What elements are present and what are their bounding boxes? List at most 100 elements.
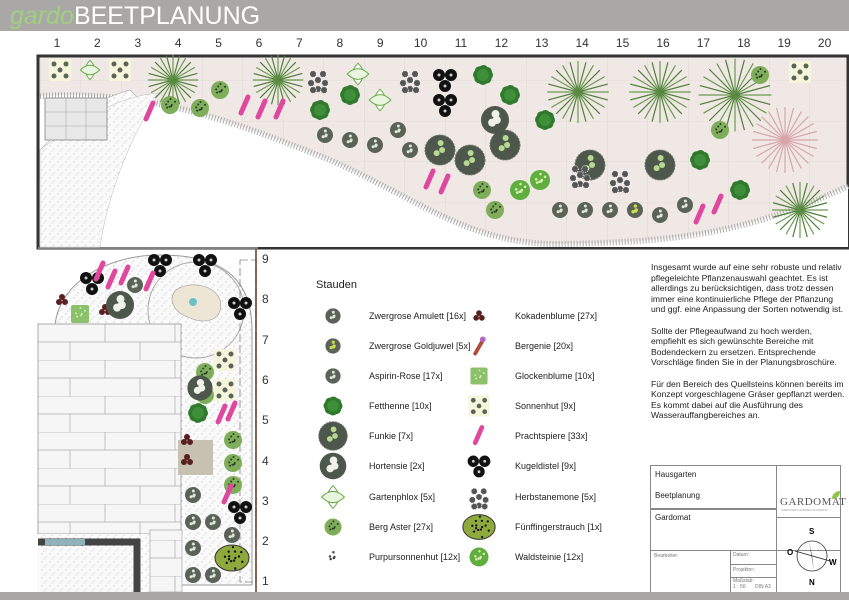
zwergrose-amulett-icon — [317, 127, 333, 143]
legend-item: Funkie [7x] — [318, 421, 414, 451]
legend-item: Fünffingerstrauch [1x] — [462, 514, 602, 540]
zwergrose-amulett-icon — [185, 540, 201, 556]
funkie-icon — [489, 129, 521, 161]
legend-label: Sonnenhut [9x] — [515, 401, 576, 411]
kugeldistel-icon — [193, 254, 217, 277]
gartenphlox-icon — [368, 88, 392, 112]
planning-notes: Insgesamt wurde auf eine sehr robuste un… — [651, 262, 846, 432]
kugeldistel-icon — [467, 455, 491, 478]
fetthenne-icon — [473, 65, 493, 85]
kugeldistel-icon — [433, 69, 457, 92]
berg-aster-icon — [711, 121, 729, 139]
prachtspiere-icon — [438, 173, 451, 195]
purpursonnenhut-icon — [328, 551, 336, 561]
logo-tagline: GARDOMAT GARDEN PLANNING — [781, 508, 828, 512]
bearbeiter-label: Bearbeiter: — [654, 553, 679, 559]
sonnenhut-icon — [109, 59, 131, 81]
berg-aster-icon — [161, 96, 179, 114]
massstab-value: 1 : 50 — [733, 584, 746, 590]
fetthenne-icon — [730, 180, 750, 200]
kugeldistel-icon — [228, 501, 252, 524]
legend-label: Funkie [7x] — [369, 431, 414, 441]
prachtspiere-icon — [472, 425, 485, 446]
hortensie-icon — [319, 452, 347, 480]
prachtspiere-icon — [273, 98, 286, 120]
kokadenblume-icon — [181, 434, 193, 445]
prachtspiere-icon — [238, 94, 251, 116]
note-paragraph: Für den Bereich des Quellsteins können b… — [651, 378, 845, 421]
zwergrose-goldjuwel-icon — [325, 338, 341, 354]
gardomat-logo: GARDOMAT — [780, 496, 847, 508]
column-number: 6 — [255, 36, 263, 50]
grass-icon — [772, 182, 828, 238]
funkie-icon — [454, 144, 486, 176]
hortensie-icon — [481, 106, 509, 134]
header-bar: gardoBEETPLANUNG — [0, 0, 849, 31]
prachtspiere-icon — [255, 98, 268, 120]
funkie-icon — [644, 149, 676, 181]
row-number: 3 — [262, 493, 269, 508]
column-number: 18 — [737, 36, 751, 50]
row-number: 6 — [262, 372, 269, 387]
legend-label: Bergenie [20x] — [515, 341, 574, 351]
zwergrose-amulett-icon — [342, 132, 358, 148]
berg-aster-icon — [324, 518, 342, 536]
prachtspiere-icon — [215, 403, 228, 425]
row-number: 1 — [262, 574, 269, 589]
column-number: 11 — [454, 36, 468, 50]
zwergrose-amulett-icon — [652, 207, 668, 223]
row-number: 5 — [262, 413, 269, 428]
lower-bed — [37, 247, 258, 593]
sonnenhut-icon — [214, 349, 236, 371]
herbstanemone-icon — [569, 165, 591, 189]
sonnenhut-icon — [468, 395, 490, 417]
brand-prefix: gardo — [10, 2, 74, 30]
aspirin-rose-icon — [325, 368, 341, 384]
herbstanemone-icon — [399, 70, 421, 94]
berg-aster-icon — [191, 99, 209, 117]
prachtspiere-icon — [118, 264, 131, 286]
footer-bar — [0, 592, 849, 600]
fetthenne-icon — [500, 85, 520, 105]
column-number: 13 — [535, 36, 549, 50]
gartenphlox-icon — [346, 62, 370, 86]
note-paragraph: Sollte der Pflegeaufwand zu hoch werden,… — [651, 325, 837, 368]
waldsteinie-icon — [530, 170, 550, 190]
herbstanemone-icon — [307, 70, 329, 94]
plan-subject: Beetplanung — [655, 491, 700, 500]
zwergrose-amulett-icon — [185, 514, 201, 530]
legend-label: Zwergrose Amulett [16x] — [369, 311, 467, 321]
paper-format: DIN A3 — [755, 584, 771, 590]
note-paragraph: Insgesamt wurde auf eine sehr robuste un… — [651, 262, 844, 315]
legend-label: Glockenblume [10x] — [515, 371, 595, 381]
datum-label: Datum: — [733, 552, 750, 558]
fetthenne-icon — [188, 403, 208, 423]
massstab-label: Maßstab: — [733, 578, 754, 584]
column-number: 20 — [817, 36, 832, 50]
herbstanemone-icon — [609, 170, 631, 194]
legend-label: Kugeldistel [9x] — [515, 461, 577, 471]
zwergrose-amulett-icon — [677, 197, 693, 213]
prachtspiere-icon — [105, 268, 118, 290]
fetthenne-icon — [310, 100, 330, 120]
legend-item: Kugeldistel [9x] — [467, 455, 577, 478]
zwergrose-amulett-icon — [602, 202, 618, 218]
prachtspiere-icon — [423, 168, 436, 190]
grass-icon — [252, 54, 304, 106]
project-name: Hausgarten — [655, 470, 697, 479]
compass-s: S — [809, 527, 815, 536]
prachtspiere-icon — [143, 100, 156, 122]
title-block: Hausgarten Beetplanung Gardomat Bearbeit… — [650, 465, 846, 593]
legend-title: Stauden — [316, 279, 357, 291]
legend-label: Fünffingerstrauch [1x] — [515, 522, 602, 532]
grass-icon — [698, 58, 772, 132]
column-number: 2 — [94, 36, 101, 50]
prachtspiere-icon — [225, 400, 238, 422]
legend-item: Herbstanemone [5x] — [468, 487, 596, 511]
berg-aster-icon — [211, 81, 229, 99]
prachtspiere-icon — [143, 270, 156, 292]
glockenblume-icon — [71, 305, 89, 323]
client-name: Gardomat — [655, 513, 691, 522]
zwergrose-amulett-icon — [205, 514, 221, 530]
